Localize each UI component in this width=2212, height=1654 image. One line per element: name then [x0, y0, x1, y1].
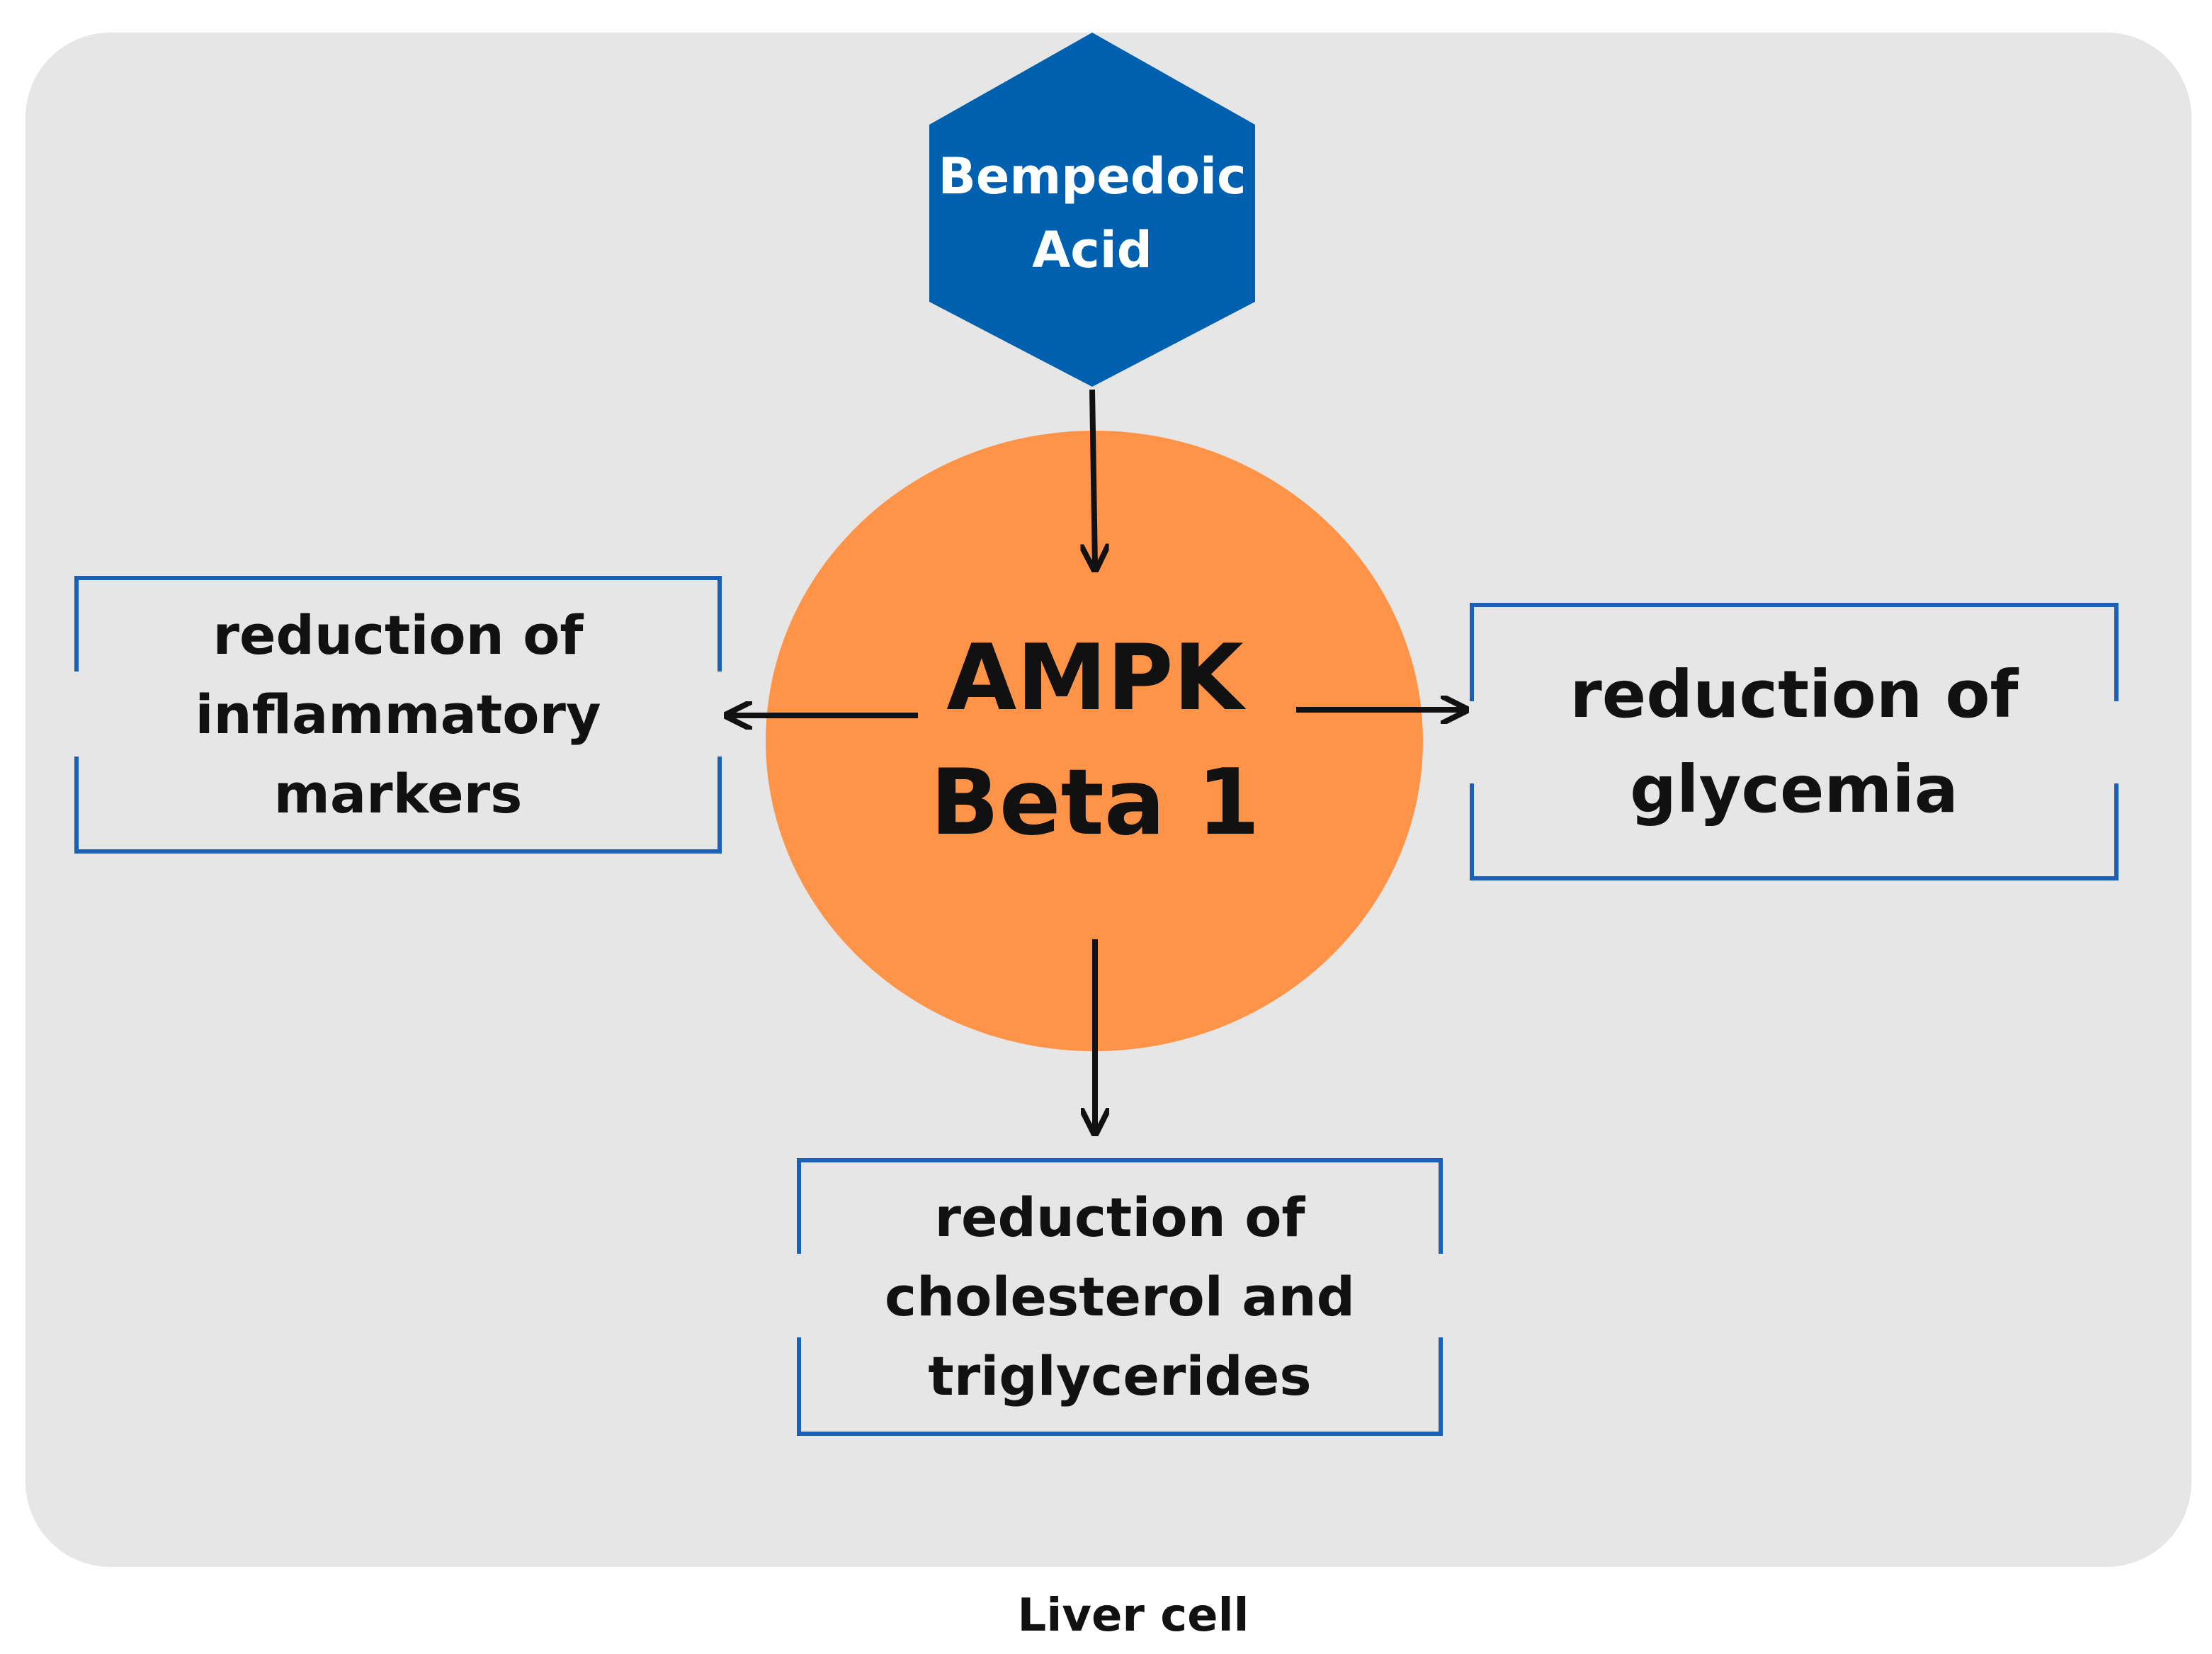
arrow-drug-to-target: [1092, 389, 1095, 567]
lipids-box: [797, 1158, 1443, 1436]
target-label: AMPK Beta 1: [930, 625, 1260, 856]
drug-hexagon: [929, 33, 1255, 387]
glycemia-label: reduction of glycemia: [1570, 657, 2019, 827]
inflammation-box: [74, 576, 722, 854]
inflammation-label: reduction of inflammatory markers: [195, 604, 601, 825]
container-label: Liver cell: [1017, 1590, 1249, 1642]
lipids-label: reduction of cholesterol and triglycerid…: [884, 1186, 1356, 1407]
target-circle: [766, 431, 1423, 1051]
glycemia-box: [1470, 603, 2119, 880]
drug-label: Bempedoic Acid: [938, 147, 1247, 279]
